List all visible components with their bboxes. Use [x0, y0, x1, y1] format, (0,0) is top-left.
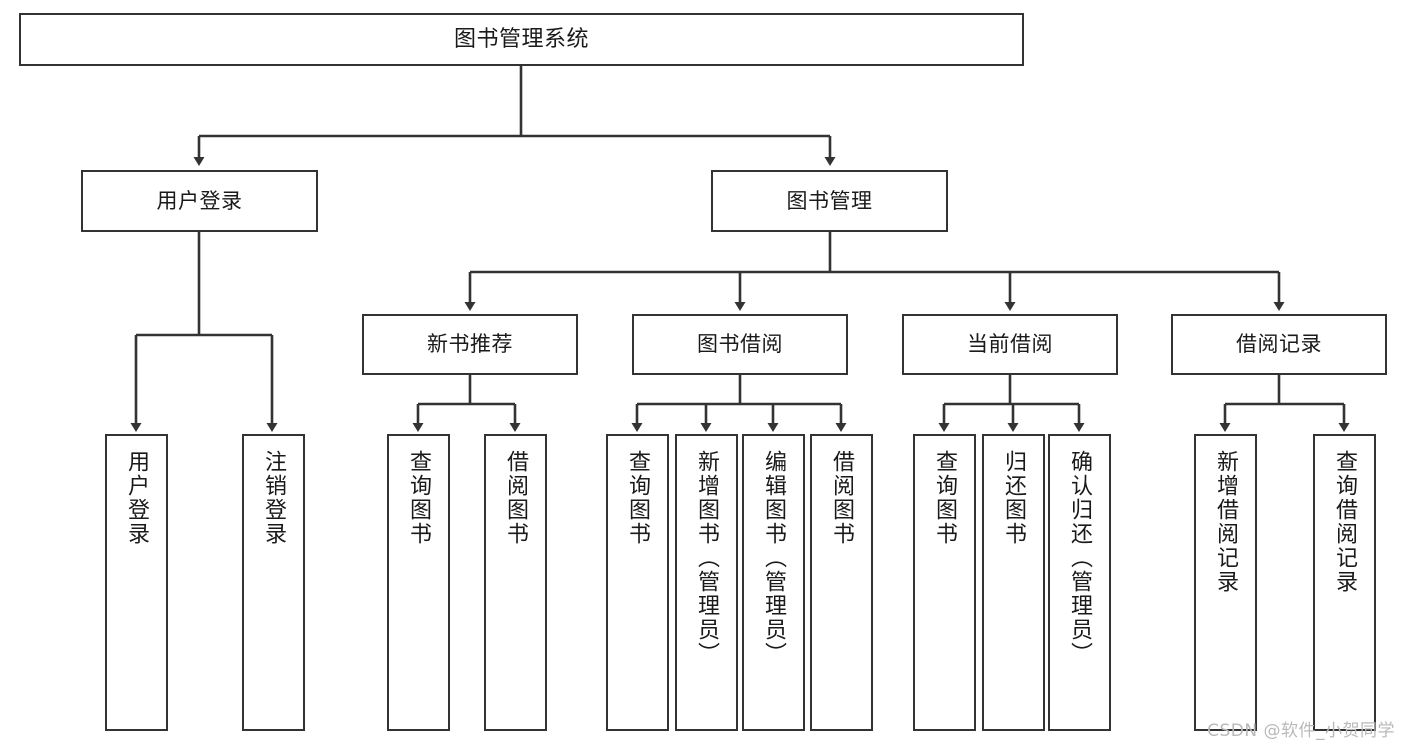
node-root[interactable]: 图书管理系统	[19, 13, 1024, 66]
node-borrow-record[interactable]: 借阅记录	[1171, 314, 1387, 375]
node-user-login[interactable]: 用户登录	[81, 170, 318, 232]
node-leaf-confirm-return[interactable]: 确认归还（管理员）	[1048, 434, 1111, 731]
node-leaf-add-book[interactable]: 新增图书（管理员）	[675, 434, 738, 731]
node-leaf-user-login-label: 用户登录	[124, 450, 150, 546]
node-leaf-logout[interactable]: 注销登录	[242, 434, 305, 731]
node-book-borrow-label: 图书借阅	[697, 332, 783, 357]
node-book-borrow[interactable]: 图书借阅	[632, 314, 848, 375]
node-leaf-query-book-2[interactable]: 查询图书	[606, 434, 669, 731]
node-book-manage-label: 图书管理	[786, 188, 873, 213]
node-user-login-label: 用户登录	[156, 188, 243, 213]
node-current-borrow-label: 当前借阅	[967, 332, 1053, 357]
node-current-borrow[interactable]: 当前借阅	[902, 314, 1118, 375]
node-leaf-confirm-return-label: 确认归还（管理员）	[1067, 450, 1093, 666]
node-book-manage[interactable]: 图书管理	[711, 170, 948, 232]
node-leaf-borrow-book-2[interactable]: 借阅图书	[810, 434, 873, 731]
node-root-label: 图书管理系统	[453, 26, 589, 52]
node-leaf-logout-label: 注销登录	[261, 450, 287, 546]
node-leaf-user-login[interactable]: 用户登录	[105, 434, 168, 731]
node-leaf-query-book-1[interactable]: 查询图书	[387, 434, 450, 731]
node-leaf-edit-book-label: 编辑图书（管理员）	[761, 450, 787, 666]
node-borrow-record-label: 借阅记录	[1236, 332, 1322, 357]
node-leaf-borrow-book-1[interactable]: 借阅图书	[484, 434, 547, 731]
watermark: CSDN @软件_小贺同学	[1207, 721, 1395, 741]
node-leaf-query-book-1-label: 查询图书	[406, 450, 432, 546]
node-leaf-query-record-label: 查询借阅记录	[1332, 450, 1358, 594]
node-leaf-query-book-3[interactable]: 查询图书	[913, 434, 976, 731]
node-leaf-return-book-label: 归还图书	[1001, 450, 1027, 546]
node-leaf-add-record-label: 新增借阅记录	[1213, 450, 1239, 594]
node-new-book-recommend-label: 新书推荐	[427, 332, 513, 357]
node-new-book-recommend[interactable]: 新书推荐	[362, 314, 578, 375]
node-leaf-query-book-3-label: 查询图书	[932, 450, 958, 546]
node-leaf-query-record[interactable]: 查询借阅记录	[1313, 434, 1376, 731]
node-leaf-edit-book[interactable]: 编辑图书（管理员）	[742, 434, 805, 731]
node-leaf-borrow-book-2-label: 借阅图书	[829, 450, 855, 546]
node-leaf-return-book[interactable]: 归还图书	[982, 434, 1045, 731]
node-leaf-add-book-label: 新增图书（管理员）	[694, 450, 720, 666]
node-leaf-borrow-book-1-label: 借阅图书	[503, 450, 529, 546]
node-leaf-query-book-2-label: 查询图书	[625, 450, 651, 546]
node-leaf-add-record[interactable]: 新增借阅记录	[1194, 434, 1257, 731]
